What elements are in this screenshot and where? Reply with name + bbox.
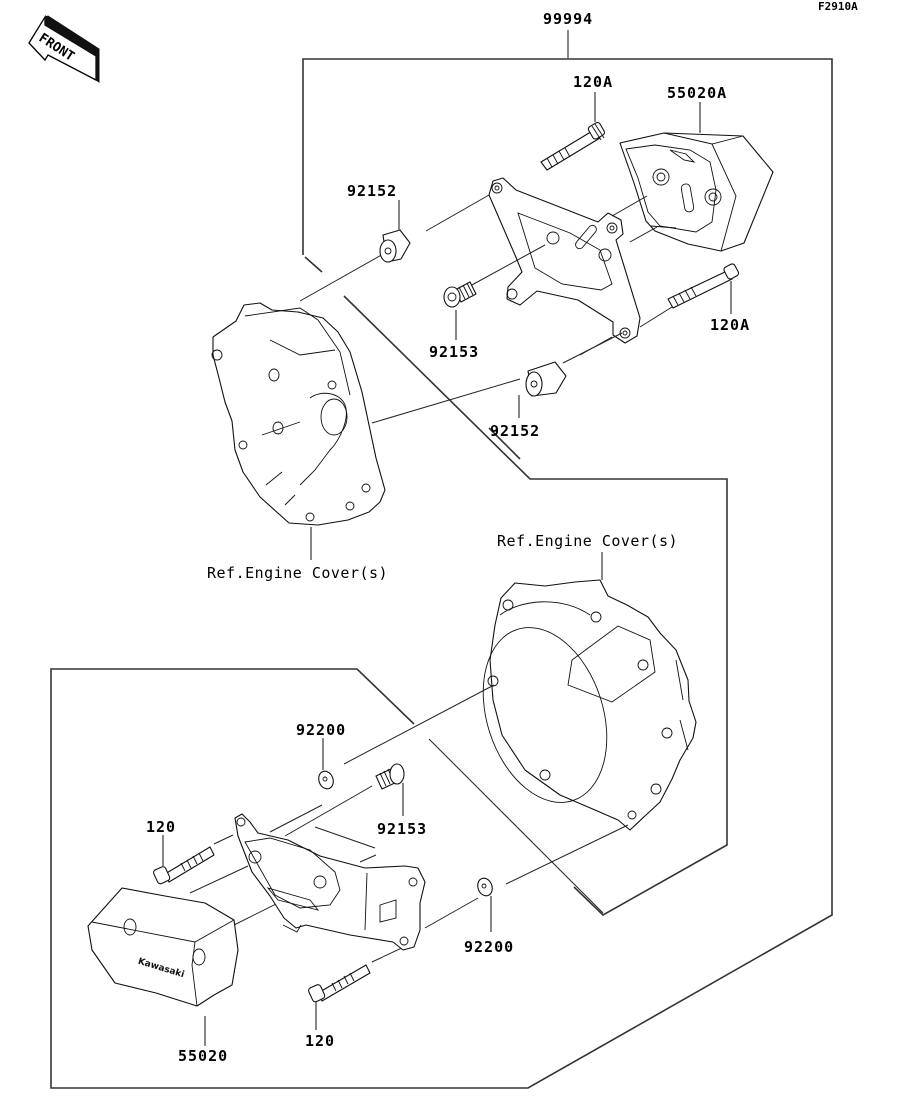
callout-120-bottom: 120 xyxy=(305,1032,335,1050)
collar-upper-left-92152 xyxy=(379,229,411,263)
callout-120a-right: 120A xyxy=(710,316,750,334)
screw-lower-92153 xyxy=(375,763,405,790)
callout-92200-right: 92200 xyxy=(464,938,514,956)
slider-upper-55020a xyxy=(619,132,774,252)
callout-92152-upper: 92152 xyxy=(347,182,397,200)
upper-kit-frame: 99994 xyxy=(50,10,833,1089)
washer-lower-top-92200 xyxy=(318,770,334,790)
washer-lower-right-92200 xyxy=(477,877,493,897)
engine-cover-right xyxy=(482,579,697,831)
callout-ref-cover-right: Ref.Engine Cover(s) xyxy=(497,532,678,550)
kit-number-label: 99994 xyxy=(543,10,593,28)
callout-92200-top: 92200 xyxy=(296,721,346,739)
bracket-lower xyxy=(234,813,426,951)
front-arrow-icon: FRONT xyxy=(28,14,100,83)
figure-code: F2910A xyxy=(818,0,858,13)
bolt-upper-right-120a xyxy=(667,263,740,309)
callout-55020: 55020 xyxy=(178,1047,228,1065)
bolt-lower-bottom-120 xyxy=(308,964,371,1003)
callout-55020a: 55020A xyxy=(667,84,727,102)
callout-ref-cover-left: Ref.Engine Cover(s) xyxy=(207,564,388,582)
callout-120a-top: 120A xyxy=(573,73,613,91)
callout-92152-lower: 92152 xyxy=(490,422,540,440)
callout-92153-lower: 92153 xyxy=(377,820,427,838)
bolt-lower-left-120 xyxy=(153,846,215,885)
slider-lower-55020: Kawasaki xyxy=(87,887,239,1007)
callout-120-left: 120 xyxy=(146,818,176,836)
callout-92153-upper: 92153 xyxy=(429,343,479,361)
collar-upper-right-92152 xyxy=(525,361,567,397)
screw-upper-92153 xyxy=(443,281,477,308)
bolt-upper-top-120a xyxy=(540,121,606,171)
bracket-upper xyxy=(488,177,641,344)
engine-cover-left xyxy=(211,302,386,526)
upper-assembly-frame xyxy=(343,295,728,916)
